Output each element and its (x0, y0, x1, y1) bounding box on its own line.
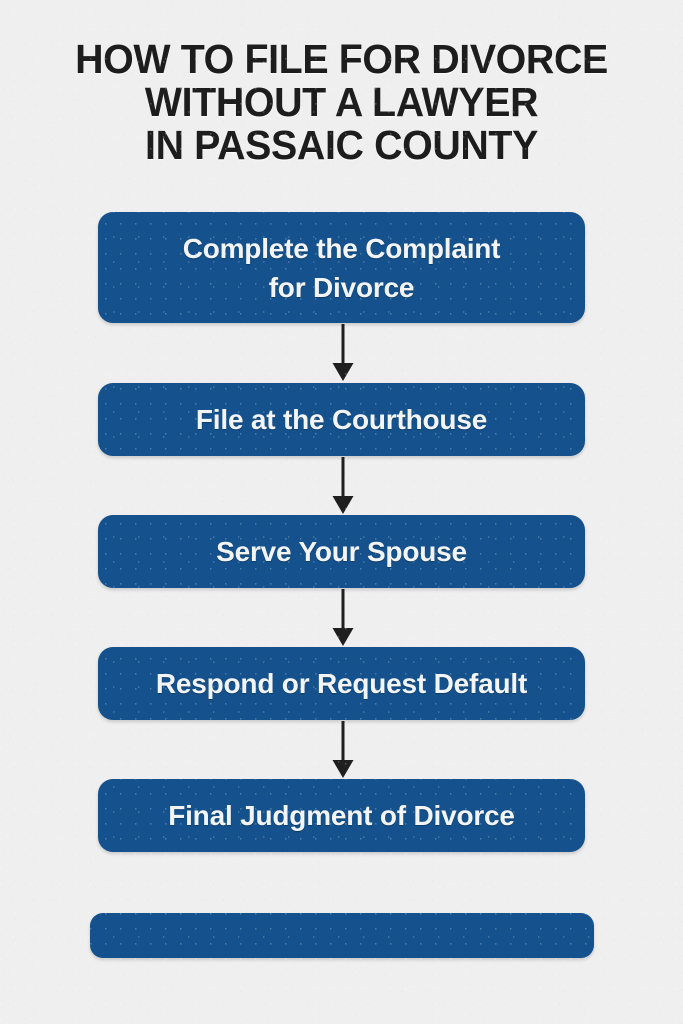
title-line-2: WITHOUT A LAWYER (144, 79, 539, 125)
down-arrow-icon (329, 324, 357, 382)
flow-step-1-line-1: Complete the Complaint (182, 232, 501, 264)
footer-bar[interactable] (90, 913, 594, 958)
flow-step-4[interactable]: Respond or Request Default (98, 647, 585, 720)
page-title: HOW TO FILE FOR DIVORCE WITHOUT A LAWYER… (0, 38, 683, 167)
down-arrow-icon (329, 721, 357, 779)
flow-step-4-label: Respond or Request Default (155, 668, 528, 699)
title-line-3: IN PASSAIC COUNTY (145, 122, 538, 168)
flow-step-1[interactable]: Complete the Complaint for Divorce (98, 212, 585, 323)
down-arrow-icon (329, 589, 357, 647)
flow-step-2-label: File at the Courthouse (195, 404, 488, 435)
flow-step-1-label: Complete the Complaint for Divorce (165, 229, 519, 307)
flow-step-3[interactable]: Serve Your Spouse (98, 515, 585, 588)
flow-step-5[interactable]: Final Judgment of Divorce (98, 779, 585, 852)
flow-step-1-line-2: for Divorce (268, 271, 415, 303)
flow-step-2[interactable]: File at the Courthouse (98, 383, 585, 456)
flow-step-5-label: Final Judgment of Divorce (168, 800, 515, 831)
flow-step-3-label: Serve Your Spouse (216, 536, 467, 567)
title-line-1: HOW TO FILE FOR DIVORCE (75, 36, 608, 82)
down-arrow-icon (329, 457, 357, 515)
